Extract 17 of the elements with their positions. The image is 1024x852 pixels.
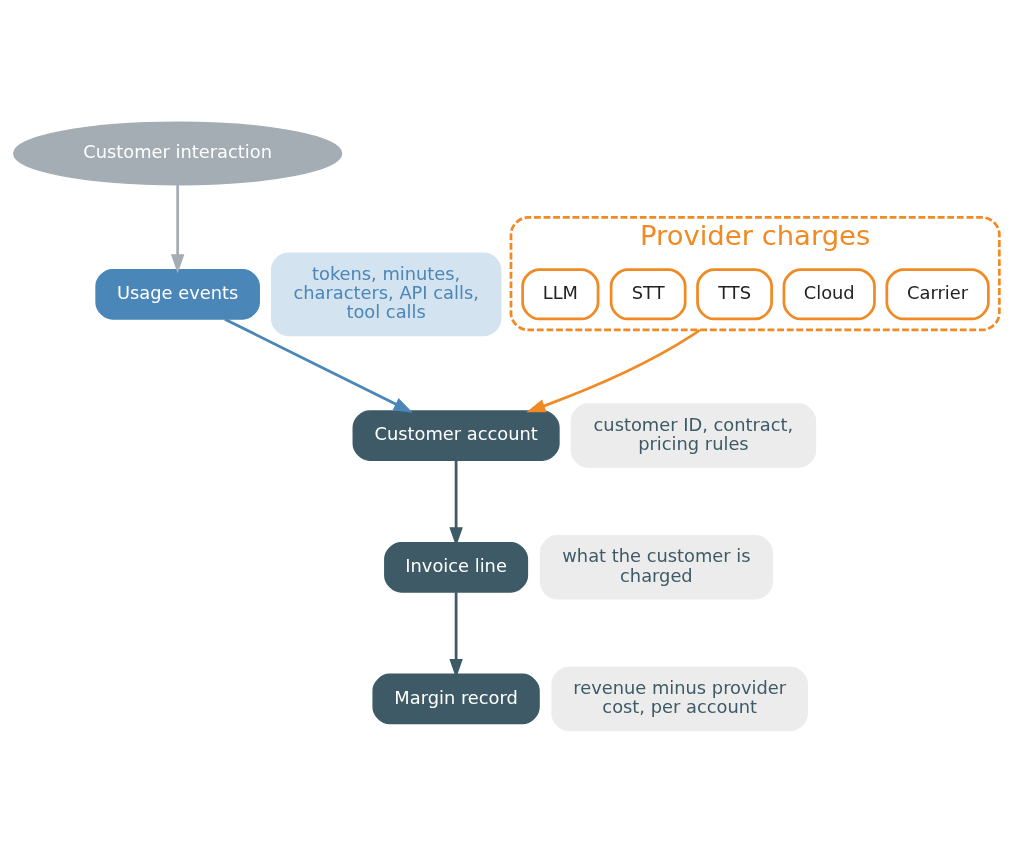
node-box: LLM	[521, 267, 600, 320]
arrow	[170, 184, 185, 274]
node-box: Customer account	[352, 409, 560, 461]
node-box: Cloud	[782, 267, 876, 320]
node-box: Carrier	[885, 267, 990, 320]
node-ellipse: Customer interaction	[13, 121, 343, 185]
node-box: Margin record	[372, 673, 540, 724]
arrow	[224, 317, 413, 413]
node-box: Usage events	[95, 268, 260, 320]
node-box: STT	[609, 267, 687, 320]
node-box: Invoice line	[384, 541, 529, 593]
node-label: revenue minus provider cost, per account	[573, 676, 787, 717]
node-box: TTS	[696, 267, 773, 320]
node-label: tokens, minutes, characters, API calls, tool calls	[293, 262, 479, 322]
arrow	[526, 328, 701, 412]
node-label: customer ID, contract, pricing rules	[593, 413, 794, 454]
node-label: what the customer is charged	[562, 544, 751, 586]
